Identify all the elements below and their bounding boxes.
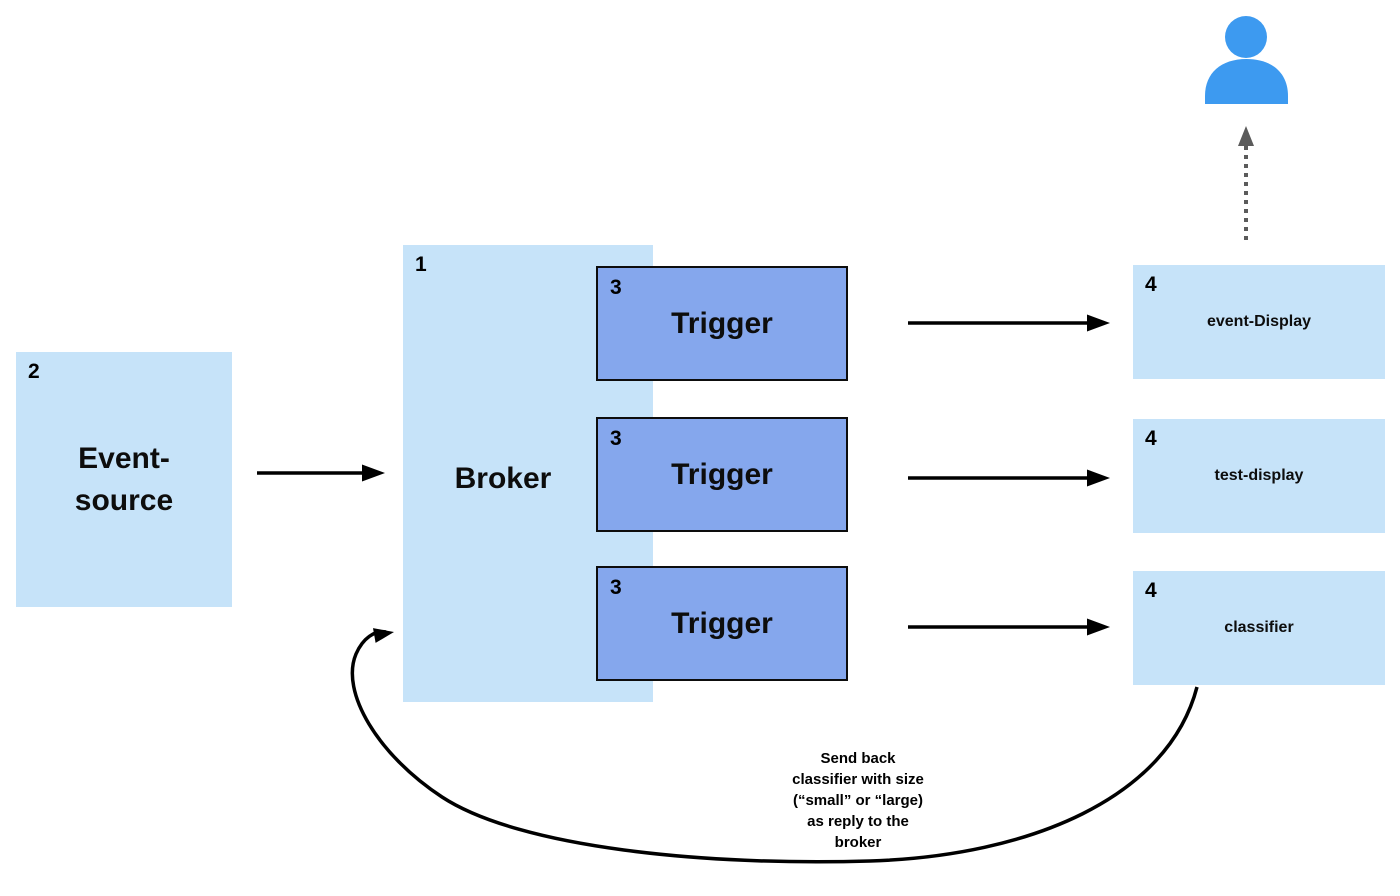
arrow-event-source-to-broker bbox=[257, 464, 385, 482]
classifier-badge: 4 bbox=[1145, 579, 1157, 602]
trigger-box-1: 3 Trigger bbox=[596, 266, 848, 381]
person-icon bbox=[1205, 16, 1288, 104]
arrow-trigger3-to-classifier bbox=[908, 618, 1110, 636]
event-display-badge: 4 bbox=[1145, 273, 1157, 296]
test-display-badge: 4 bbox=[1145, 427, 1157, 450]
reply-note-line4: as reply to the bbox=[807, 813, 909, 830]
arrow-event-display-to-person-dashed bbox=[1238, 126, 1254, 240]
reply-note-line3: (“small” or “large) bbox=[792, 792, 924, 809]
trigger-1-label: Trigger bbox=[671, 306, 773, 340]
event-display-label: event-Display bbox=[1206, 313, 1312, 330]
event-source-label-line2: source bbox=[74, 483, 174, 517]
service-box-test-display: 4 test-display bbox=[1133, 419, 1385, 533]
classifier-label: classifier bbox=[1224, 619, 1294, 636]
event-source-box: 2 Event- source bbox=[16, 352, 232, 607]
trigger-2-badge: 3 bbox=[610, 427, 622, 450]
broker-badge: 1 bbox=[415, 253, 427, 276]
event-source-label-line1: Event- bbox=[78, 441, 170, 475]
event-source-label: Event- source bbox=[75, 438, 173, 522]
trigger-2-label: Trigger bbox=[671, 457, 773, 491]
broker-label: Broker bbox=[454, 462, 552, 495]
trigger-box-3: 3 Trigger bbox=[596, 566, 848, 681]
reply-note-line2: classifier with size bbox=[792, 771, 924, 788]
service-box-event-display: 4 event-Display bbox=[1133, 265, 1385, 379]
reply-note-line5: broker bbox=[834, 834, 882, 851]
arrow-trigger2-to-test-display bbox=[908, 469, 1110, 487]
service-box-classifier: 4 classifier bbox=[1133, 571, 1385, 685]
trigger-1-badge: 3 bbox=[610, 276, 622, 299]
reply-note-text: Send back classifier with size (“small” … bbox=[758, 748, 958, 853]
reply-note-line1: Send back bbox=[820, 750, 896, 767]
trigger-box-2: 3 Trigger bbox=[596, 417, 848, 532]
test-display-label: test-display bbox=[1214, 467, 1304, 484]
trigger-3-badge: 3 bbox=[610, 576, 622, 599]
arrow-trigger1-to-event-display bbox=[908, 314, 1110, 332]
event-source-badge: 2 bbox=[28, 360, 40, 383]
trigger-3-label: Trigger bbox=[671, 606, 773, 640]
